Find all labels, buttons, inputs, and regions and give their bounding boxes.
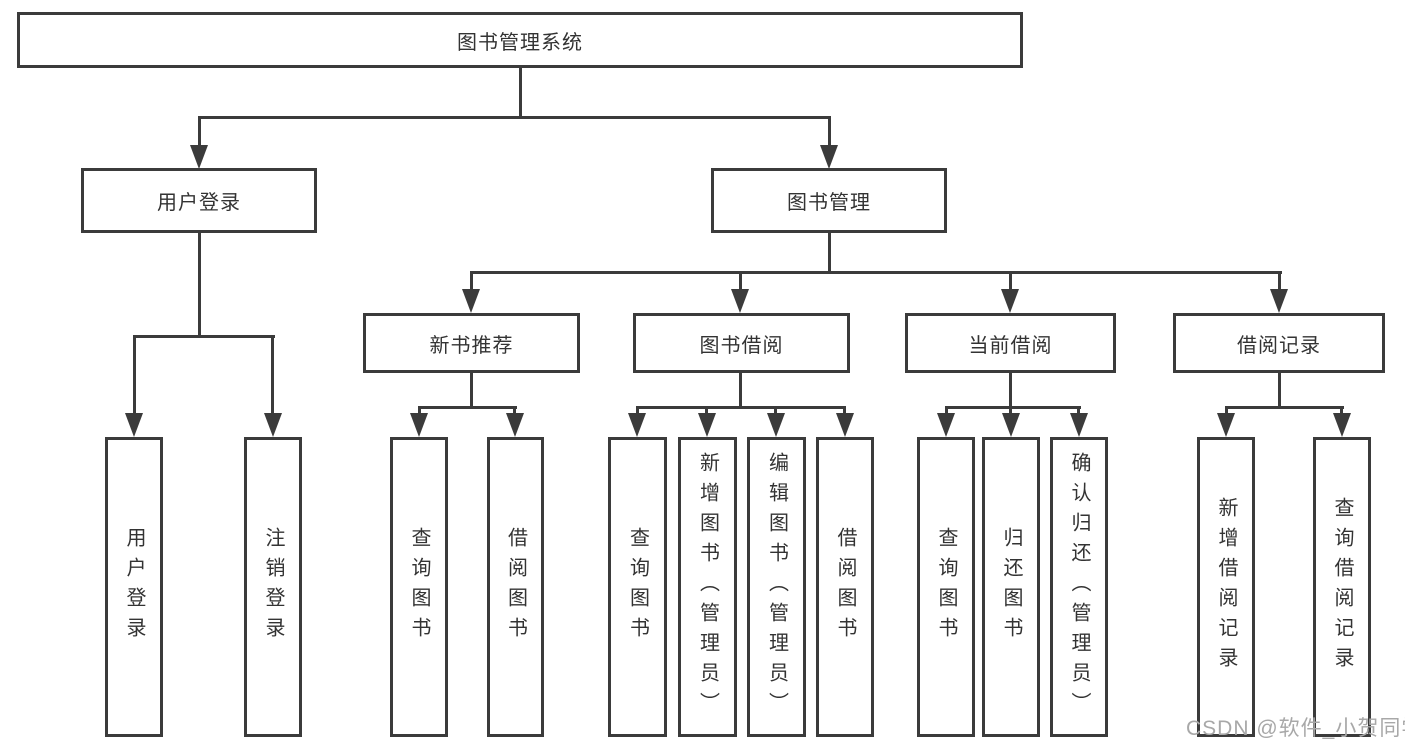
- leaf-query-books-recommend: 查询图书: [390, 437, 448, 737]
- leaf-query-borrow-record: 查询借阅记录: [1313, 437, 1371, 737]
- connector-drop: [470, 271, 473, 291]
- connector-stem-book-borrow: [739, 371, 742, 408]
- connector-rail-level2: [198, 116, 831, 119]
- connector-drop: [513, 406, 516, 416]
- node-label: 借阅记录: [1237, 334, 1321, 357]
- leaf-label: 查询借阅记录: [1331, 497, 1353, 677]
- connector-stem-borrow-record: [1278, 371, 1281, 408]
- node-book-management: 图书管理: [711, 168, 947, 233]
- connector-drop: [418, 406, 421, 416]
- connector-drop: [828, 116, 831, 148]
- arrow-down-icon: [1217, 413, 1235, 437]
- connector-drop: [1278, 271, 1281, 291]
- leaf-add-books-admin: 新增图书（管理员）: [678, 437, 737, 737]
- leaf-edit-books-admin: 编辑图书（管理员）: [747, 437, 806, 737]
- leaf-query-books-borrow: 查询图书: [608, 437, 667, 737]
- arrow-down-icon: [836, 413, 854, 437]
- connector-drop: [133, 335, 136, 415]
- connector-rail-current-borrow: [945, 406, 1081, 409]
- arrow-down-icon: [1001, 289, 1019, 313]
- leaf-borrow-books-recommend: 借阅图书: [487, 437, 544, 737]
- leaf-add-borrow-record: 新增借阅记录: [1197, 437, 1255, 737]
- node-label: 图书借阅: [699, 334, 784, 357]
- node-new-book-recommend: 新书推荐: [363, 313, 580, 373]
- arrow-down-icon: [125, 413, 143, 437]
- node-current-borrow: 当前借阅: [905, 313, 1116, 373]
- connector-rail-user-login: [133, 335, 275, 338]
- node-book-borrow: 图书借阅: [633, 313, 850, 373]
- connector-drop: [198, 116, 201, 148]
- arrow-down-icon: [190, 145, 208, 169]
- node-root-label: 图书管理系统: [457, 31, 583, 54]
- connector-rail-book-borrow: [636, 406, 846, 409]
- leaf-label: 用户登录: [123, 527, 145, 647]
- node-root: 图书管理系统: [17, 12, 1023, 68]
- arrow-down-icon: [937, 413, 955, 437]
- node-label: 新书推荐: [429, 334, 514, 357]
- connector-drop: [705, 406, 708, 416]
- leaf-label: 新增图书（管理员）: [696, 452, 719, 722]
- arrow-down-icon: [731, 289, 749, 313]
- leaf-borrow-books: 借阅图书: [816, 437, 874, 737]
- arrow-down-icon: [1333, 413, 1351, 437]
- leaf-label: 确认归还（管理员）: [1068, 452, 1090, 722]
- connector-drop: [1009, 271, 1012, 291]
- connector-drop: [945, 406, 948, 416]
- connector-drop: [1077, 406, 1080, 416]
- leaf-logout: 注销登录: [244, 437, 302, 737]
- arrow-down-icon: [820, 145, 838, 169]
- connector-drop: [1340, 406, 1343, 416]
- arrow-down-icon: [410, 413, 428, 437]
- connector-drop: [1009, 406, 1012, 416]
- arrow-down-icon: [264, 413, 282, 437]
- connector-stem-root: [519, 66, 522, 118]
- arrow-down-icon: [1070, 413, 1088, 437]
- connector-drop: [739, 271, 742, 291]
- leaf-label: 查询图书: [408, 527, 430, 647]
- leaf-user-login: 用户登录: [105, 437, 163, 737]
- leaf-label: 注销登录: [262, 527, 284, 647]
- arrow-down-icon: [628, 413, 646, 437]
- connector-stem-user-login: [198, 231, 201, 337]
- leaf-label: 查询图书: [626, 527, 649, 647]
- arrow-down-icon: [462, 289, 480, 313]
- connector-drop: [636, 406, 639, 416]
- connector-drop: [843, 406, 846, 416]
- leaf-query-books-current: 查询图书: [917, 437, 975, 737]
- node-user-login: 用户登录: [81, 168, 317, 233]
- arrow-down-icon: [1270, 289, 1288, 313]
- node-label: 当前借阅: [968, 334, 1053, 357]
- connector-rail-new-book: [418, 406, 517, 409]
- connector-drop: [1225, 406, 1228, 416]
- connector-drop: [774, 406, 777, 416]
- node-label: 用户登录: [157, 192, 241, 214]
- leaf-return-books: 归还图书: [982, 437, 1040, 737]
- connector-rail-borrow-record: [1225, 406, 1344, 409]
- arrow-down-icon: [1002, 413, 1020, 437]
- arrow-down-icon: [506, 413, 524, 437]
- node-borrow-record: 借阅记录: [1173, 313, 1385, 373]
- leaf-label: 查询图书: [935, 527, 957, 647]
- connector-drop: [271, 335, 274, 415]
- leaf-label: 编辑图书（管理员）: [765, 452, 788, 722]
- leaf-label: 借阅图书: [504, 527, 527, 647]
- node-label: 图书管理: [787, 192, 871, 214]
- arrow-down-icon: [698, 413, 716, 437]
- leaf-label: 新增借阅记录: [1215, 497, 1237, 677]
- connector-stem-book-management: [828, 231, 831, 273]
- leaf-label: 归还图书: [1000, 527, 1022, 647]
- connector-rail-level3: [470, 271, 1282, 274]
- connector-stem-current-borrow: [1009, 371, 1012, 408]
- csdn-watermark: CSDN @软件_小贺同学: [1186, 717, 1405, 740]
- connector-stem-new-book: [470, 371, 473, 408]
- leaf-label: 借阅图书: [834, 527, 856, 647]
- arrow-down-icon: [767, 413, 785, 437]
- leaf-confirm-return-admin: 确认归还（管理员）: [1050, 437, 1108, 737]
